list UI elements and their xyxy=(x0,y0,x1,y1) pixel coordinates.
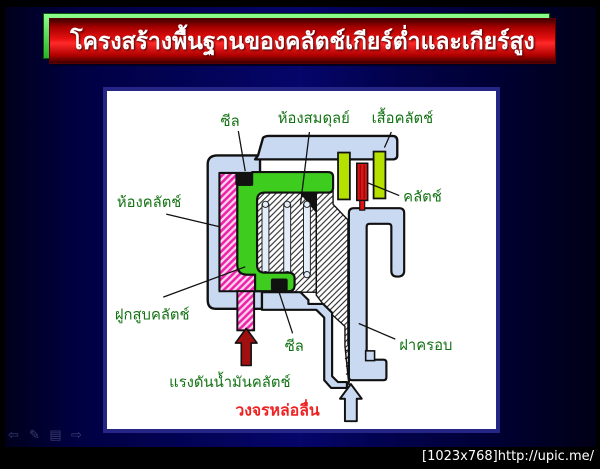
seal-top-shape xyxy=(235,173,253,186)
piston-shape xyxy=(236,171,335,293)
oil-pressure-arrow xyxy=(234,327,258,367)
seal-bottom-shape xyxy=(270,278,288,292)
clutch-plate-left xyxy=(337,151,351,201)
watermark-text: [1023x768]http://upic.me/ xyxy=(422,449,594,464)
chamber-wedge xyxy=(298,191,317,214)
slide-background: โครงสร้างพื้นฐานของคลัตช์เกียร์ต่ำและเกี… xyxy=(5,7,596,447)
label-oil-pressure: แรงดันน้ำมันคลัตช์ xyxy=(169,371,290,391)
label-cover: ฝาครอบ xyxy=(399,338,452,354)
watermark-bar: [1023x768]http://upic.me/ xyxy=(0,447,600,469)
cover-nub xyxy=(364,350,376,362)
label-lube-circuit: วงจรหล่อลื่น xyxy=(235,398,320,419)
clutch-plate-right xyxy=(372,150,387,200)
title-banner: โครงสร้างพื้นฐานของคลัตช์เกียร์ต่ำและเกี… xyxy=(43,13,559,69)
label-seal-bottom: ซีล xyxy=(285,338,304,355)
shaft-hatch xyxy=(315,190,354,386)
presenter-nav: ⇦ ✎ ▤ ⇨ xyxy=(7,427,83,443)
next-slide-icon[interactable]: ⇨ xyxy=(71,427,82,442)
diagram-panel: ซีล ห้องสมดุลย์ เสื้อคลัตช์ ห้องคลัตช์ ค… xyxy=(103,87,500,433)
label-clutch-piston: ฝูกสูบคลัตช์ xyxy=(115,307,190,324)
label-clutch: คลัตช์ xyxy=(403,188,442,205)
clutch-shape xyxy=(355,162,369,202)
cover-shape xyxy=(347,207,406,382)
pen-tool-icon[interactable]: ✎ xyxy=(29,427,40,442)
lube-arrow xyxy=(339,383,363,423)
label-clutch-housing: เสื้อคลัตช์ xyxy=(372,107,434,127)
label-clutch-chamber: ห้องคลัตช์ xyxy=(117,194,181,211)
slide-title: โครงสร้างพื้นฐานของคลัตช์เกียร์ต่ำและเกี… xyxy=(49,18,556,64)
label-balance-chamber: ห้องสมดุลย์ xyxy=(278,110,350,127)
pointer-lines xyxy=(163,130,400,340)
lower-housing-shape xyxy=(260,291,349,390)
prev-slide-icon[interactable]: ⇦ xyxy=(8,427,19,442)
spring-set xyxy=(261,200,311,279)
label-seal-top: ซีล xyxy=(221,113,240,130)
piston-stem xyxy=(236,290,256,332)
clutch-stem xyxy=(359,199,366,211)
menu-icon[interactable]: ▤ xyxy=(49,427,62,442)
clutch-housing-shape xyxy=(253,134,399,161)
clutch-diagram: ซีล ห้องสมดุลย์ เสื้อคลัตช์ ห้องคลัตช์ ค… xyxy=(115,107,452,423)
